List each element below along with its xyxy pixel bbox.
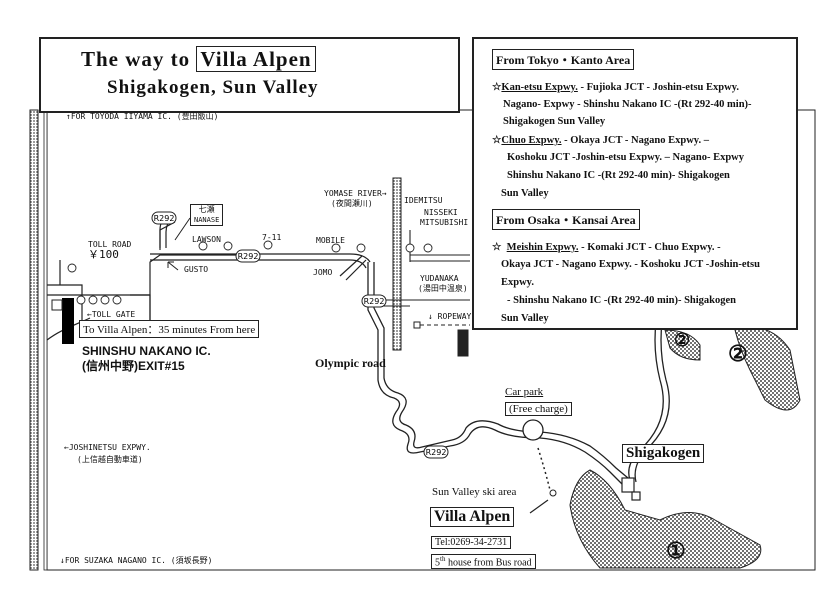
star-icon: ☆ <box>492 242 502 253</box>
free-charge-label: (Free charge) <box>505 402 572 416</box>
osaka-header: From Osaka・Kansai Area <box>492 209 640 230</box>
ropeway-line <box>413 321 470 357</box>
svg-text:R292: R292 <box>364 297 385 306</box>
villa-pointer-arrow <box>529 499 549 514</box>
lawson-label: LAWSON <box>192 235 221 244</box>
nanase-box: 七瀬 NANASE <box>190 204 224 226</box>
jomo-spur <box>339 255 363 277</box>
tel-label: Tel:0269-34-2731 <box>431 536 512 549</box>
chuo-expwy: Chuo Expwy. <box>501 135 562 146</box>
olympic-road-label: Olympic road <box>315 356 386 370</box>
tokyo-route1-l3: Shigakogen Sun Valley <box>503 116 606 127</box>
toll-road-label: TOLL ROAD <box>88 240 132 249</box>
fifth-house-sup: th <box>440 555 446 563</box>
fifth-house-num: 5 <box>435 557 440 569</box>
building-1 <box>621 477 635 493</box>
yomase-river-label-1: YOMASE RIVER→ <box>324 189 387 198</box>
tokyo-route1-rest: - Fujioka JCT - Joshin-etsu Expwy. <box>577 82 739 93</box>
osaka-route: ☆ Meishin Expwy. - Komaki JCT - Chuo Exp… <box>492 241 721 253</box>
svg-text:R292: R292 <box>426 448 447 457</box>
svg-text:R292: R292 <box>154 214 175 223</box>
fifth-house-rest: house from Bus road <box>445 557 532 569</box>
star-icon: ☆ <box>492 82 502 93</box>
nanase-pointer <box>174 217 191 241</box>
title-line2: Shigakogen, Sun Valley <box>107 77 319 98</box>
gusto-arrow <box>167 261 179 271</box>
tokyo-route2-l4: Sun Valley <box>501 188 549 199</box>
joshinetsu-label-1: ←JOSHINETSU EXPWY. <box>64 443 151 452</box>
nanase-jp: 七瀬 <box>198 205 215 214</box>
marker-2-icon: ② <box>728 341 748 366</box>
r292-shields: R292 R292 R292 R292 <box>151 211 449 459</box>
shigakogen-label: Shigakogen <box>622 444 705 463</box>
tokyo-route2: ☆Chuo Expwy. - Okaya JCT - Nagano Expwy.… <box>492 134 709 146</box>
marker-2-small-icon: ② <box>674 330 691 350</box>
villa-alpen-label: Villa Alpen <box>430 507 515 527</box>
r292-main-road <box>150 253 371 269</box>
yudanaka-label-2: (湯田中温泉) <box>418 284 468 293</box>
for-suzaka-label: ↓FOR SUZAKA NAGANO IC. (須坂長野) <box>60 556 213 565</box>
toll-gate-label: ←TOLL GATE <box>87 310 136 319</box>
olympic-road <box>367 262 629 485</box>
idemitsu-label: IDEMITSU <box>404 196 443 205</box>
ic-block <box>62 298 74 344</box>
fifth-house-label: 5th house from Bus road <box>431 554 536 570</box>
jomo-label: JOMO <box>313 268 333 277</box>
svg-text:R292: R292 <box>238 252 259 261</box>
directions-box: From Tokyo・Kanto Area ☆Kan-etsu Expwy. -… <box>472 37 798 330</box>
nanase-en: NANASE <box>194 216 220 224</box>
kanetsu-expwy: Kan-etsu Expwy. <box>501 82 578 93</box>
yomase-river-label-2: (夜間瀬川) <box>331 199 373 208</box>
villa-location-dot <box>549 489 557 497</box>
exit-label: (信州中野)EXIT#15 <box>82 359 185 373</box>
marker-1-icon: ① <box>666 538 686 563</box>
star-icon: ☆ <box>492 135 502 146</box>
station-markers <box>67 240 433 305</box>
osaka-l5: Sun Valley <box>501 313 549 324</box>
tokyo-route2-l3: Shinshu Nakano IC -(Rt 292-40 min)- Shig… <box>507 170 730 181</box>
mitsubishi-label: MITSUBISHI <box>420 218 469 227</box>
yudanaka-roads <box>374 230 470 307</box>
yudanaka-label-1: YUDANAKA <box>420 274 459 283</box>
for-toyoda-label: ↑FOR TOYODA IIYAMA IC. (豊田飯山) <box>66 112 219 121</box>
shinshu-ic-label: SHINSHU NAKANO IC. <box>82 344 211 358</box>
title-prefix: The way to <box>81 47 191 71</box>
gusto-label: GUSTO <box>184 265 209 274</box>
tokyo-route2-l2: Koshoku JCT -Joshin-etsu Expwy. – Nagano… <box>507 152 744 163</box>
seven-eleven-label: 7-11 <box>262 233 282 242</box>
car-park-circle <box>522 419 544 441</box>
car-park-label: Car park <box>505 386 544 398</box>
osaka-l2: Okaya JCT - Nagano Expwy. - Koshoku JCT … <box>501 259 760 270</box>
osaka-l3: Expwy. <box>501 277 534 288</box>
tokyo-route1-l2: Nagano- Expwy - Shinshu Nakano IC -(Rt 2… <box>503 99 752 110</box>
mobile-label: MOBILE <box>316 236 345 245</box>
osaka-l4: - Shinshu Nakano IC -(Rt 292-40 min)- Sh… <box>507 295 737 306</box>
yomase-river <box>392 177 402 351</box>
tokyo-route1: ☆Kan-etsu Expwy. - Fujioka JCT - Joshin-… <box>492 81 739 93</box>
title-line1: The way to Villa Alpen <box>81 46 316 72</box>
ski-terrain <box>569 327 801 569</box>
nisseki-label: NISSEKI <box>424 208 458 217</box>
osaka-route-rest: - Komaki JCT - Chuo Expwy. - <box>578 242 721 253</box>
joshinetsu-expressway <box>29 109 48 571</box>
ropeway-label: ↓ ROPEWAY <box>428 312 472 321</box>
meishin-expwy: Meishin Expwy. <box>506 242 579 253</box>
sun-valley-label: Sun Valley ski area <box>432 486 517 498</box>
joshinetsu-label-2: (上信越自動車道) <box>77 455 143 464</box>
tokyo-route2-rest: - Okaya JCT - Nagano Expwy. – <box>561 135 709 146</box>
to-villa-label: To Villa Alpen：35 minutes From here <box>79 320 260 338</box>
tokyo-header: From Tokyo・Kanto Area <box>492 49 635 70</box>
toll-price-label: ￥100 <box>88 248 119 261</box>
title-box: The way to Villa Alpen Shigakogen, Sun V… <box>39 37 460 113</box>
title-villa-alpen: Villa Alpen <box>196 46 316 72</box>
footpath <box>537 447 551 491</box>
